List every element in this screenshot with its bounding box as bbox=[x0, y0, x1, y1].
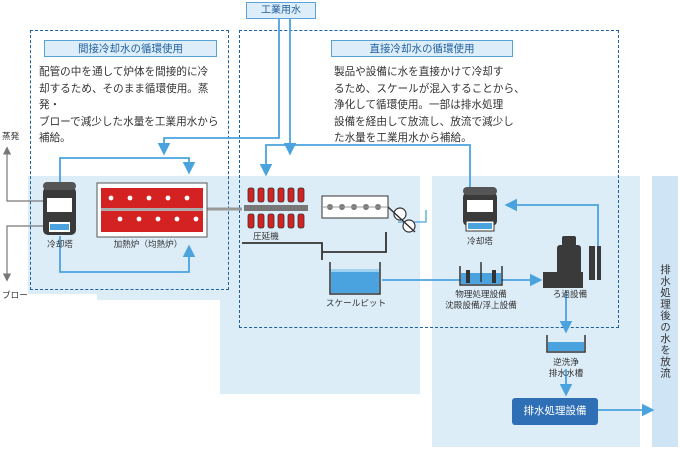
blow-label: ブロー bbox=[2, 291, 28, 301]
supply-flow-lines bbox=[157, 16, 297, 156]
direct-cooling-box bbox=[239, 30, 619, 328]
indirect-cooling-title: 間接冷却水の循環使用 bbox=[44, 40, 217, 57]
physical-treatment-label: 物理処理設備 沈殿設備/浮上設備 bbox=[445, 290, 517, 311]
scale-pit-icon bbox=[329, 262, 381, 295]
furnace-icon bbox=[96, 182, 208, 238]
mill-drain-lines bbox=[242, 232, 387, 260]
backwash-tank-icon bbox=[546, 335, 586, 353]
rolling-mill-label: 圧延機 bbox=[253, 232, 279, 242]
discharge-label: 排水処理後の水を放流 bbox=[659, 264, 671, 379]
direct-description: 製品や設備に水を直接かけて冷却す るため、スケールが混入することから、 浄化して… bbox=[334, 66, 525, 144]
industrial-water-label: 工業用水 bbox=[246, 2, 316, 19]
physical-treatment-icon bbox=[459, 262, 503, 286]
direct-cooling-title: 直接冷却水の循環使用 bbox=[331, 40, 513, 57]
indirect-cooling-box bbox=[30, 30, 229, 290]
scale-pit-label: スケールピット bbox=[325, 299, 387, 309]
rolling-mill-icon bbox=[244, 187, 416, 233]
evap-blow-lines bbox=[2, 146, 43, 282]
cooling-tower-2-label: 冷却塔 bbox=[467, 237, 493, 247]
filter-label: ろ過設備 bbox=[552, 290, 588, 300]
evaporation-label: 蒸発 bbox=[2, 132, 20, 142]
wastewater-facility-box bbox=[512, 398, 598, 425]
cooling-tower-2-icon bbox=[463, 187, 497, 232]
indirect-description: 配管の中を通して炉体を間接的に冷 却するため、そのまま循環使用。蒸発・ ブローで… bbox=[39, 66, 219, 144]
cooling-tower-1-label: 冷却塔 bbox=[47, 240, 73, 250]
indirect-loop-lines bbox=[59, 157, 196, 273]
furnace-label: 加熱炉（均熱炉） bbox=[113, 240, 183, 250]
cooling-tower-1-icon bbox=[43, 182, 76, 235]
wastewater-facility-label: 排水処理設備 bbox=[523, 405, 587, 417]
filter-icon bbox=[543, 236, 601, 288]
backwash-tank-label: 逆洗浄 排水水槽 bbox=[548, 358, 584, 379]
panel-discharge bbox=[652, 176, 678, 447]
